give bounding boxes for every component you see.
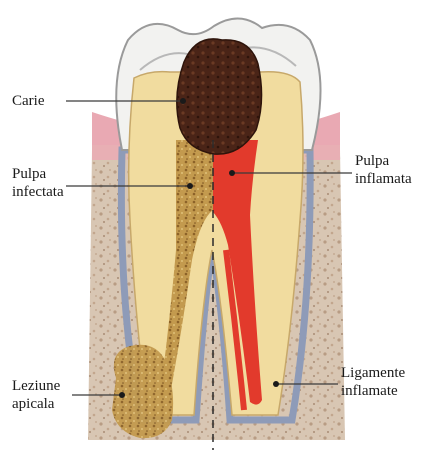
label-ligamente-inflamate-line-2: inflamate: [341, 382, 405, 400]
apical-lesion: [112, 345, 173, 438]
label-pulpa-infectata-line-1: Pulpa: [12, 165, 64, 183]
label-leziune-apicala-line-2: apicala: [12, 395, 60, 413]
label-pulpa-inflamata-line-2: inflamata: [355, 170, 412, 188]
label-carie: Carie: [12, 92, 44, 110]
label-carie-line-1: Carie: [12, 92, 44, 110]
label-ligamente-inflamate: Ligamente inflamate: [341, 364, 405, 400]
label-pulpa-infectata: Pulpa infectata: [12, 165, 64, 201]
caries: [177, 39, 262, 154]
label-leziune-apicala-line-1: Leziune: [12, 377, 60, 395]
label-leziune-apicala: Leziune apicala: [12, 377, 60, 413]
label-ligamente-inflamate-line-1: Ligamente: [341, 364, 405, 382]
label-pulpa-inflamata: Pulpa inflamata: [355, 152, 412, 188]
label-pulpa-inflamata-line-1: Pulpa: [355, 152, 412, 170]
label-pulpa-infectata-line-2: infectata: [12, 183, 64, 201]
